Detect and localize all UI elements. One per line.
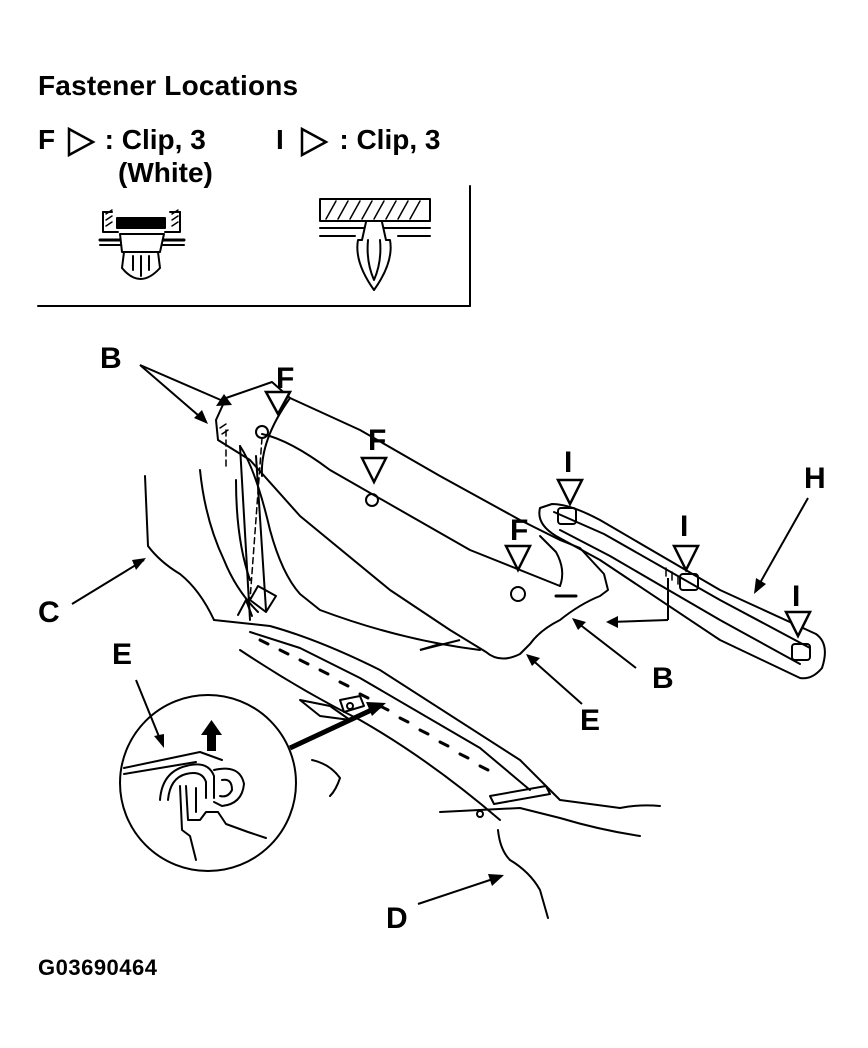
- legend-text-i: : Clip, 3: [339, 124, 441, 155]
- callout-e-right: E: [580, 704, 601, 737]
- callout-b-right: B: [652, 662, 674, 695]
- callout-e-left: E: [112, 638, 133, 671]
- callout-f-1: F: [276, 362, 295, 395]
- callout-i-3: I: [792, 580, 801, 613]
- callout-i-1: I: [564, 446, 573, 479]
- legend-text-f: : Clip, 3: [104, 124, 206, 155]
- callout-f-3: F: [510, 514, 529, 547]
- legend-title: Fastener Locations: [38, 70, 299, 101]
- up-arrow-icon: [201, 720, 222, 751]
- callout-c: C: [38, 596, 60, 629]
- leader-lines: [71, 364, 809, 905]
- legend-letter-f: F: [38, 124, 56, 155]
- legend-item-i: I : Clip, 3: [276, 124, 440, 158]
- clip-f-detail: [98, 209, 186, 280]
- callout-h: H: [804, 462, 826, 495]
- figure-code: G03690464: [38, 955, 158, 980]
- trim-panel-h: [538, 503, 826, 680]
- clip-e-detail-circle: [119, 694, 297, 872]
- legend-letter-i: I: [276, 124, 284, 155]
- arrowheads: [132, 394, 766, 886]
- trim-panel: [215, 381, 609, 660]
- callout-b-top: B: [100, 342, 122, 375]
- door-sill: [213, 585, 661, 837]
- detail-leader: [288, 703, 382, 751]
- clip-markers: [255, 425, 578, 602]
- body-line-d: [497, 829, 549, 919]
- fastener-triangle-icon: [300, 126, 329, 157]
- fastener-guide-lines: [225, 429, 263, 601]
- fastener-triangle-icon: [263, 390, 813, 639]
- body-pillar-c: [144, 469, 259, 621]
- legend-frame: [37, 185, 471, 307]
- fastener-triangle-icon: [67, 126, 96, 157]
- callout-f-2: F: [368, 424, 387, 457]
- callout-i-2: I: [680, 510, 689, 543]
- legend-item-f: F : Clip, 3: [38, 124, 206, 158]
- legend-subtext-f: (White): [118, 157, 213, 188]
- callout-d: D: [386, 902, 408, 935]
- clip-i-detail: [319, 198, 431, 291]
